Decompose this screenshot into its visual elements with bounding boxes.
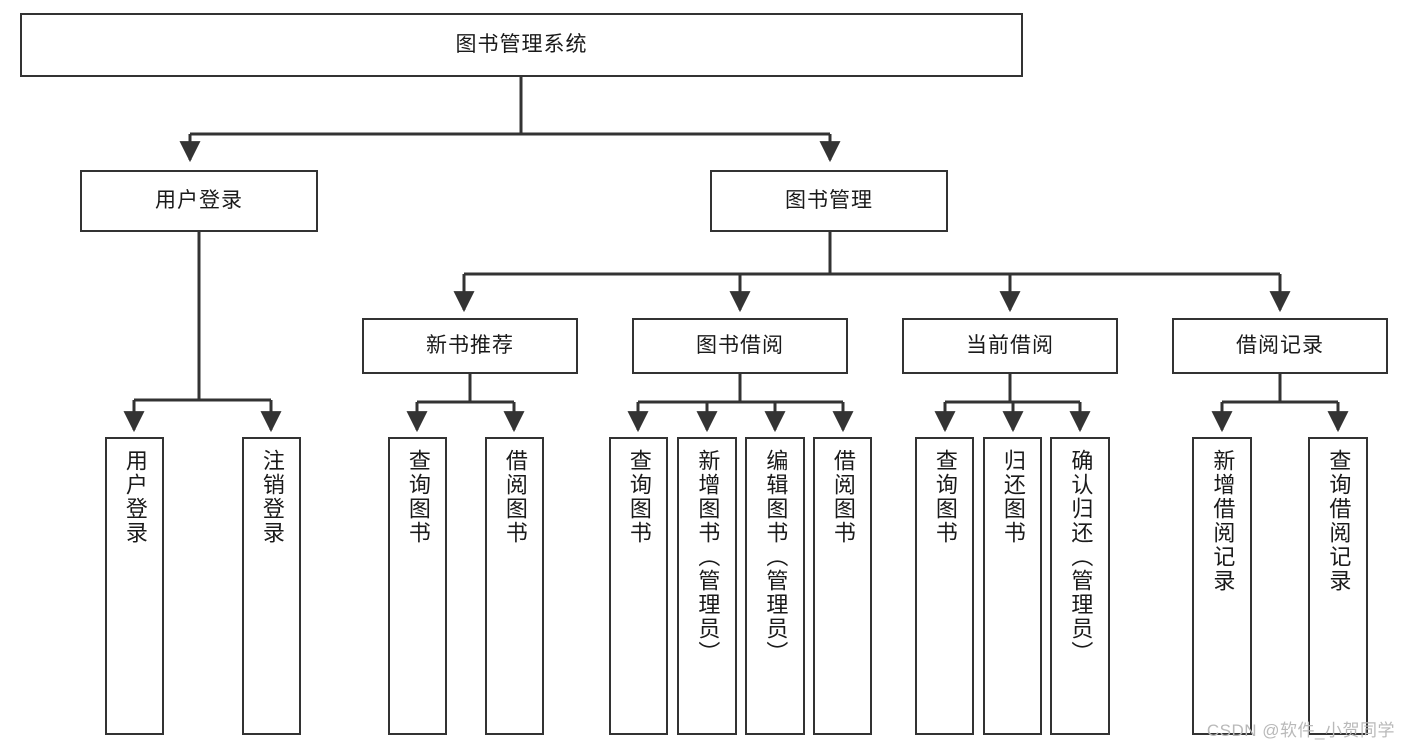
leaf-edit-book[interactable]: 编辑图书（管理员） [745, 437, 805, 735]
node-current-borrow[interactable]: 当前借阅 [902, 318, 1118, 374]
leaf-query-book-1-label: 查询图书 [405, 449, 431, 545]
node-book-borrow[interactable]: 图书借阅 [632, 318, 848, 374]
leaf-borrow-book-2-label: 借阅图书 [830, 449, 856, 545]
leaf-edit-book-label: 编辑图书（管理员） [763, 449, 789, 665]
leaf-user-login[interactable]: 用户登录 [105, 437, 164, 735]
leaf-borrow-book-1[interactable]: 借阅图书 [485, 437, 544, 735]
leaf-query-borrow-record-label: 查询借阅记录 [1326, 449, 1352, 593]
leaf-query-book-1[interactable]: 查询图书 [388, 437, 447, 735]
leaf-add-book[interactable]: 新增图书（管理员） [677, 437, 737, 735]
node-new-book-recommend[interactable]: 新书推荐 [362, 318, 578, 374]
leaf-return-book[interactable]: 归还图书 [983, 437, 1042, 735]
node-user-login-label: 用户登录 [155, 189, 243, 213]
leaf-add-book-label: 新增图书（管理员） [695, 449, 721, 665]
leaf-add-borrow-record[interactable]: 新增借阅记录 [1192, 437, 1252, 735]
leaf-borrow-book-1-label: 借阅图书 [502, 449, 528, 545]
leaf-query-book-3[interactable]: 查询图书 [915, 437, 974, 735]
node-root[interactable]: 图书管理系统 [20, 13, 1023, 77]
leaf-user-logout-label: 注销登录 [259, 449, 285, 545]
node-user-login[interactable]: 用户登录 [80, 170, 318, 232]
leaf-query-book-2-label: 查询图书 [626, 449, 652, 545]
leaf-query-book-2[interactable]: 查询图书 [609, 437, 668, 735]
leaf-return-book-label: 归还图书 [1000, 449, 1026, 545]
leaf-query-book-3-label: 查询图书 [932, 449, 958, 545]
leaf-confirm-return-label: 确认归还（管理员） [1068, 449, 1094, 665]
leaf-query-borrow-record[interactable]: 查询借阅记录 [1308, 437, 1368, 735]
leaf-user-logout[interactable]: 注销登录 [242, 437, 301, 735]
leaf-borrow-book-2[interactable]: 借阅图书 [813, 437, 872, 735]
node-book-management[interactable]: 图书管理 [710, 170, 948, 232]
node-new-book-recommend-label: 新书推荐 [426, 334, 514, 358]
node-current-borrow-label: 当前借阅 [966, 334, 1054, 358]
node-root-label: 图书管理系统 [455, 33, 588, 57]
node-borrow-record[interactable]: 借阅记录 [1172, 318, 1388, 374]
node-borrow-record-label: 借阅记录 [1236, 334, 1324, 358]
leaf-confirm-return[interactable]: 确认归还（管理员） [1050, 437, 1110, 735]
leaf-user-login-label: 用户登录 [122, 449, 148, 545]
node-book-management-label: 图书管理 [785, 189, 873, 213]
leaf-add-borrow-record-label: 新增借阅记录 [1210, 449, 1236, 593]
node-book-borrow-label: 图书借阅 [696, 334, 784, 358]
csdn-watermark: CSDN @软件_小贺同学 [1206, 721, 1395, 740]
